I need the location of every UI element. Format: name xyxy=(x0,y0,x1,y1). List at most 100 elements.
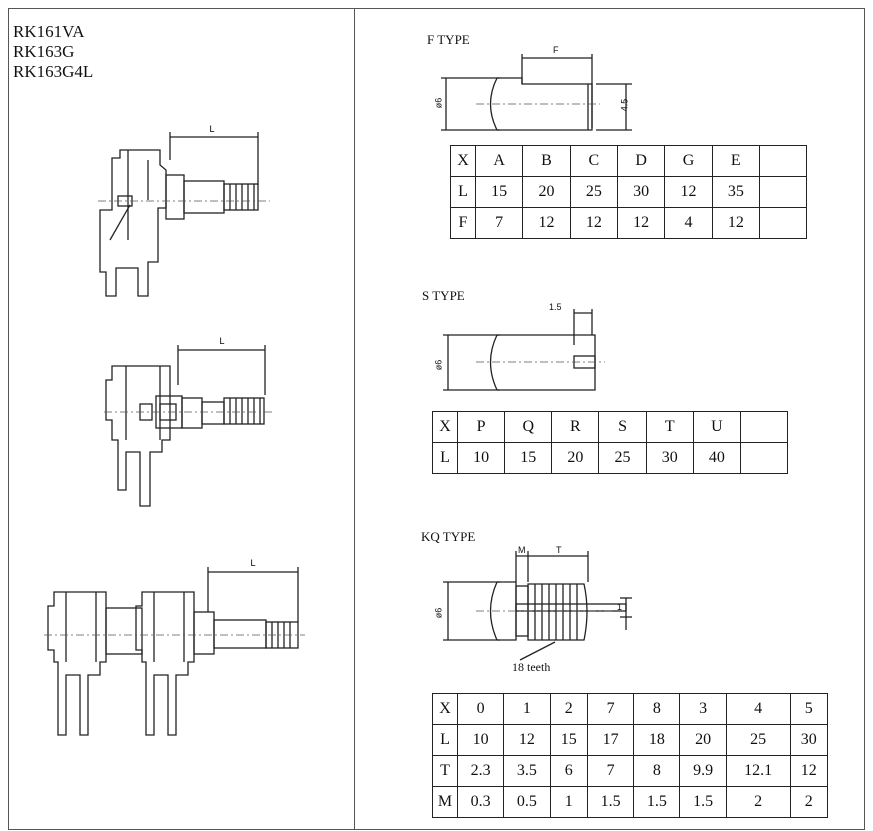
table-cell: 25 xyxy=(598,442,647,474)
s-type-title: S TYPE xyxy=(422,288,465,303)
table-cell: 20 xyxy=(522,176,571,208)
table-cell: 40 xyxy=(692,442,742,474)
table-cell xyxy=(759,145,807,177)
dim-label-slot: 1.5 xyxy=(549,302,562,312)
dim-label-one: 1 xyxy=(617,602,623,612)
table-cell: 30 xyxy=(645,442,694,474)
table-row: X 0 1 2 7 8 3 4 5 xyxy=(432,693,829,725)
drawing-rk161va: L xyxy=(98,124,270,297)
row-header: T xyxy=(432,755,458,787)
dim-label-l: L xyxy=(219,336,224,346)
page-frame xyxy=(8,8,865,830)
table-cell: 1.5 xyxy=(679,786,727,818)
table-cell: 8 xyxy=(633,755,681,787)
table-cell: 7 xyxy=(474,207,524,239)
table-cell xyxy=(759,176,807,208)
table-cell: 9.9 xyxy=(679,755,727,787)
table-cell: 30 xyxy=(616,176,666,208)
row-header: X xyxy=(432,693,458,725)
table-row: F 7 12 12 12 4 12 xyxy=(450,207,807,239)
table-cell: 7 xyxy=(586,693,635,725)
dim-label-diameter: ø6 xyxy=(433,97,444,109)
table-cell: 2 xyxy=(789,786,829,818)
row-header: X xyxy=(450,145,476,177)
table-cell: Q xyxy=(504,411,553,443)
drawing-rk163g4l: L xyxy=(44,558,305,736)
table-cell: 6 xyxy=(549,755,588,787)
table-cell: 2 xyxy=(725,786,791,818)
table-cell: 2.3 xyxy=(456,755,505,787)
row-header: F xyxy=(450,207,476,239)
table-cell: S xyxy=(598,411,647,443)
dim-label-diameter: ø6 xyxy=(433,607,444,619)
f-type-title: F TYPE xyxy=(427,32,470,47)
table-cell: 17 xyxy=(586,724,635,756)
table-cell: 20 xyxy=(551,442,600,474)
dim-label-diameter: ø6 xyxy=(433,359,444,371)
kq-type-table: X 0 1 2 7 8 3 4 5 L 10 12 15 17 18 20 25… xyxy=(432,693,829,818)
table-cell: 12 xyxy=(664,176,713,208)
table-cell: 35 xyxy=(711,176,761,208)
row-header: M xyxy=(432,786,458,818)
teeth-label: 18 teeth xyxy=(512,660,551,674)
table-row: X A B C D G E xyxy=(450,145,807,177)
table-cell: 15 xyxy=(549,724,588,756)
table-row: L 10 12 15 17 18 20 25 30 xyxy=(432,724,829,756)
table-cell: 12 xyxy=(789,755,829,787)
dim-label-t: T xyxy=(556,545,562,555)
table-cell: 7 xyxy=(586,755,635,787)
table-cell: 12 xyxy=(616,207,666,239)
table-row: M 0.3 0.5 1 1.5 1.5 1.5 2 2 xyxy=(432,786,829,818)
table-cell: 1.5 xyxy=(586,786,635,818)
table-cell: 20 xyxy=(679,724,727,756)
table-cell: 1.5 xyxy=(633,786,681,818)
table-cell: C xyxy=(569,145,618,177)
kq-type-title: KQ TYPE xyxy=(421,529,476,544)
table-cell: 12 xyxy=(569,207,618,239)
table-row: L 10 15 20 25 30 40 xyxy=(432,442,788,474)
table-cell: 1 xyxy=(503,693,551,725)
model-name: RK163G xyxy=(13,42,75,61)
table-cell: 18 xyxy=(633,724,681,756)
table-row: T 2.3 3.5 6 7 8 9.9 12.1 12 xyxy=(432,755,829,787)
table-cell: 4 xyxy=(664,207,713,239)
table-cell: 4 xyxy=(725,693,791,725)
table-cell: 0.3 xyxy=(456,786,505,818)
drawing-rk163g: L xyxy=(104,336,275,507)
table-cell: 2 xyxy=(549,693,588,725)
table-cell: 15 xyxy=(504,442,553,474)
model-name: RK161VA xyxy=(13,22,85,41)
table-cell: 5 xyxy=(789,693,829,725)
table-cell: 1 xyxy=(549,786,588,818)
row-header: X xyxy=(432,411,458,443)
table-cell xyxy=(740,442,788,474)
table-cell: 30 xyxy=(789,724,829,756)
table-cell: 15 xyxy=(474,176,524,208)
table-cell: 0 xyxy=(456,693,505,725)
table-cell: U xyxy=(692,411,742,443)
dim-label-m: M xyxy=(518,545,526,555)
dim-label-flat: 4.5 xyxy=(619,98,630,112)
table-cell: P xyxy=(456,411,506,443)
row-header: L xyxy=(450,176,476,208)
table-cell: G xyxy=(664,145,713,177)
table-cell: 3.5 xyxy=(503,755,551,787)
table-row: X P Q R S T U xyxy=(432,411,788,443)
f-type-table: X A B C D G E L 15 20 25 30 12 35 F 7 12… xyxy=(450,145,807,239)
table-cell: 10 xyxy=(456,442,506,474)
dim-label-f: F xyxy=(553,45,559,55)
s-type-table: X P Q R S T U L 10 15 20 25 30 40 xyxy=(432,411,788,474)
row-header: L xyxy=(432,724,458,756)
table-cell: A xyxy=(474,145,524,177)
table-cell: 8 xyxy=(633,693,681,725)
table-cell: 12 xyxy=(522,207,571,239)
table-cell: E xyxy=(711,145,761,177)
table-cell: 25 xyxy=(569,176,618,208)
table-cell: R xyxy=(551,411,600,443)
table-cell: 12.1 xyxy=(725,755,791,787)
dim-label-l: L xyxy=(209,124,214,134)
table-cell: T xyxy=(645,411,694,443)
model-name: RK163G4L xyxy=(13,62,94,81)
table-cell: D xyxy=(616,145,666,177)
f-type-shaft-drawing xyxy=(441,54,632,131)
